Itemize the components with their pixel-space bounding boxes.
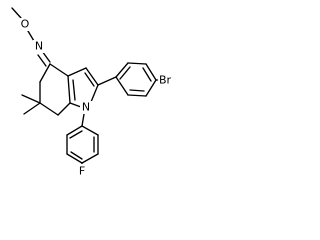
atom-label-o: O — [21, 18, 30, 31]
atom-labels: O N N Br F — [19, 18, 172, 178]
bond-ar1-b — [127, 62, 147, 65]
bond-c7-c7a — [57, 102, 71, 116]
bond-ar1-e-double — [129, 89, 145, 92]
bond-methyl-o — [11, 7, 22, 19]
bond-c2-n1 — [90, 84, 99, 103]
bond-c3-c2 — [85, 67, 99, 86]
bond-c7a-c3a — [67, 75, 71, 104]
bond-ar2-a — [66, 125, 83, 136]
bond-c4-c5 — [39, 63, 51, 83]
bond-n1-ar2 — [81, 113, 85, 127]
bond-c3-c2-double — [84, 72, 95, 87]
atom-n-ring: N — [80, 101, 92, 114]
bond-ar1-a-double — [119, 66, 131, 80]
bond-n1-c7a — [69, 102, 82, 108]
atom-n-oxime: N — [33, 40, 45, 53]
atom-label-f: F — [79, 165, 85, 178]
bond-ar1-c — [145, 63, 157, 81]
bond-c6-me1 — [21, 94, 41, 104]
bond-ar1-d — [145, 79, 157, 97]
bond-ar2-c — [66, 153, 83, 164]
bond-c7a-c3a-double — [72, 79, 76, 101]
bond-ar1-f — [115, 76, 129, 96]
atom-o: O — [19, 18, 31, 31]
molecule-structure: O N N Br F — [11, 7, 172, 178]
bond-ar1-c-double — [142, 67, 152, 82]
bond-c2-ar1 — [97, 76, 117, 86]
bond-ar2-c-double — [70, 151, 83, 160]
atom-br: Br — [158, 73, 172, 87]
bond-o-n — [27, 30, 35, 42]
bond-ar2-d — [81, 153, 99, 164]
bond-ar1-a — [115, 62, 129, 78]
atom-label-n-oxime: N — [35, 40, 43, 53]
bond-ar1-e — [127, 94, 147, 97]
bond-c6-me2 — [23, 102, 41, 115]
bond-c6-c7 — [39, 102, 59, 116]
bond-c3a-c3 — [67, 67, 87, 77]
atom-label-n-ring: N — [82, 101, 90, 114]
bond-ar2-f — [81, 125, 99, 136]
atom-f: F — [77, 164, 88, 178]
bond-c4-c3a — [49, 63, 69, 77]
bond-n-c4-double — [37, 54, 47, 67]
bond-ar2-a-double — [69, 130, 83, 139]
bonds — [11, 7, 160, 166]
atom-label-br: Br — [159, 74, 172, 87]
